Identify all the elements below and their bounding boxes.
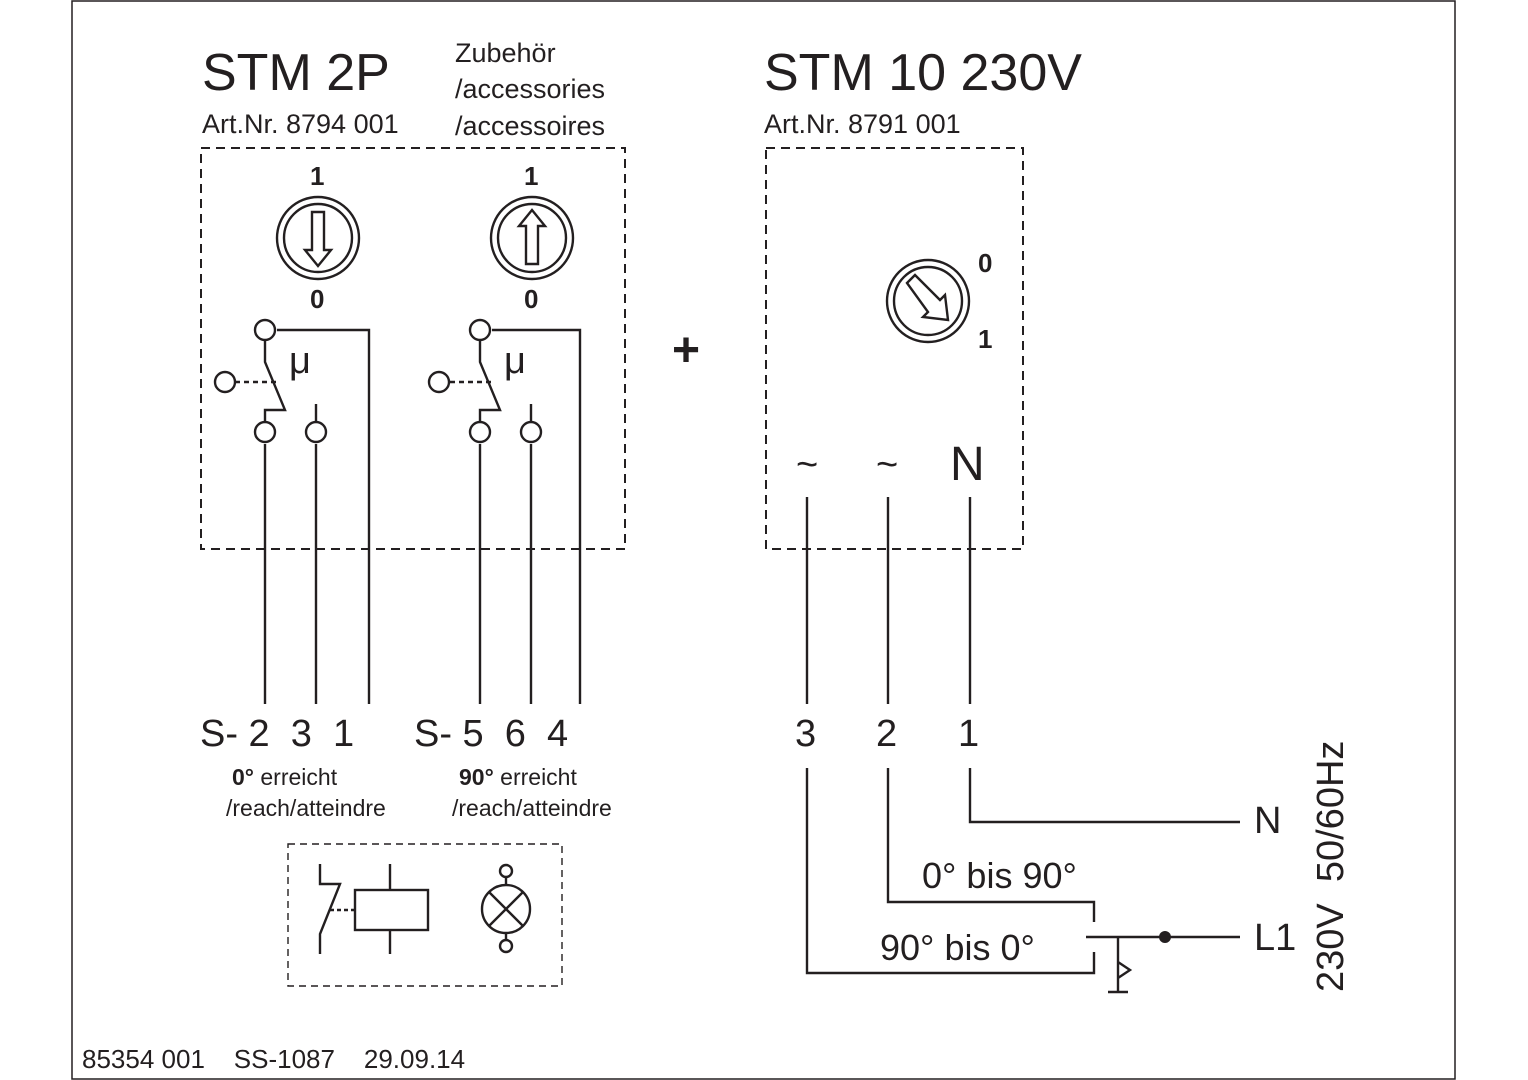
document-footer: 85354 001 SS-1087 29.09.14 xyxy=(82,1044,465,1074)
switch-right-knob-icon xyxy=(489,195,575,281)
stm2p-housing-outline xyxy=(200,147,626,550)
switch-left-knob-icon xyxy=(275,195,361,281)
stm10-switch-position-0: 0 xyxy=(978,248,992,278)
stm10-housing-outline xyxy=(765,147,1024,550)
switch-left-position-1: 1 xyxy=(310,161,324,191)
stm10-wires xyxy=(805,497,972,704)
microswitch-left-symbol xyxy=(213,318,371,704)
switch-right-position-1: 1 xyxy=(524,161,538,191)
stm10-art-number: Art.Nr. 8791 001 xyxy=(764,109,961,139)
stm10-title: STM 10 230V xyxy=(764,44,1082,102)
stm10-input-symbol-1: ~ xyxy=(796,444,818,486)
note-right-line2: /reach/atteindre xyxy=(452,795,612,821)
accessories-label-fr: /accessoires xyxy=(455,111,605,141)
stm10-input-symbol-3: N xyxy=(950,438,985,491)
switch-left-position-0: 0 xyxy=(310,284,324,314)
stm2p-art-number: Art.Nr. 8794 001 xyxy=(202,109,399,139)
stm2p-terminals-right: S- 5 6 4 xyxy=(414,713,568,755)
relay-icon xyxy=(318,864,430,954)
lamp-icon xyxy=(480,863,532,954)
accessories-label-en: /accessories xyxy=(455,74,605,104)
line-label: L1 xyxy=(1254,917,1296,959)
stm2p-terminals-left: S- 2 3 1 xyxy=(200,713,354,755)
accessories-label-de: Zubehör xyxy=(455,38,556,68)
stm10-terminal-1: 1 xyxy=(958,713,979,755)
stm10-input-symbol-2: ~ xyxy=(876,444,898,486)
drawing-frame xyxy=(71,0,1456,1080)
note-left-line2: /reach/atteindre xyxy=(226,795,386,821)
supply-rating: 230V 50/60Hz xyxy=(1310,741,1352,992)
stm10-terminal-3: 3 xyxy=(795,713,816,755)
note-left-line1: 0° erreicht xyxy=(232,764,338,790)
plus-sign: + xyxy=(672,324,700,377)
stm2p-title: STM 2P xyxy=(202,44,390,102)
range-90-to-0: 90° bis 0° xyxy=(880,927,1035,968)
stm10-terminal-2: 2 xyxy=(876,713,897,755)
load-example-outline xyxy=(287,843,563,987)
microswitch-right-symbol xyxy=(427,318,582,704)
switch-right-position-0: 0 xyxy=(524,284,538,314)
note-right-line1: 90° erreicht xyxy=(459,764,577,790)
external-wiring xyxy=(805,768,1240,994)
range-0-to-90: 0° bis 90° xyxy=(922,855,1077,896)
neutral-label: N xyxy=(1254,800,1281,842)
stm10-switch-position-1: 1 xyxy=(978,324,992,354)
microswitch-right-mu: μ xyxy=(504,340,526,382)
stm10-switch-knob-icon xyxy=(885,258,971,344)
microswitch-left-mu: μ xyxy=(289,340,311,382)
